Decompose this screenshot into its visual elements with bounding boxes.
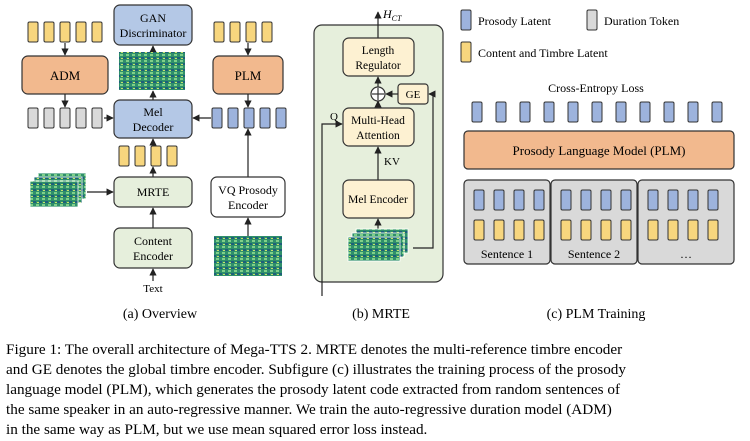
figure-caption: Figure 1: The overall architecture of Me… xyxy=(6,340,746,440)
vq-label-line2: Encoder xyxy=(228,198,268,212)
legend-duration-label: Duration Token xyxy=(604,14,679,28)
overview-plm-label: PLM xyxy=(235,68,262,83)
length-regulator-box xyxy=(342,37,415,77)
generated-mel-image xyxy=(119,52,185,90)
adm-input-tokens xyxy=(27,21,103,43)
reference-mel-stack xyxy=(29,172,87,208)
length-regulator-line1: Length xyxy=(362,45,395,57)
caption-line: the same speaker in an auto-regressive m… xyxy=(6,401,612,418)
overview-mrte-box xyxy=(113,176,193,208)
gan-label-line2: Discriminator xyxy=(120,26,187,40)
sentence-group-2: Sentence 2 xyxy=(550,179,638,265)
caption-line: in the same way as PLM, but we use mean … xyxy=(6,421,428,438)
content-encoder-box xyxy=(113,227,193,269)
plm-training-subcaption: (c) PLM Training xyxy=(547,307,646,322)
sentence-2-label: Sentence 2 xyxy=(568,247,620,261)
overview-mrte-label: MRTE xyxy=(137,185,170,199)
vq-prosody-encoder-box xyxy=(210,176,286,218)
caption-line: and GE denotes the global timbre encoder… xyxy=(6,361,626,378)
legend-prosody-label: Prosody Latent xyxy=(478,14,552,28)
mrte-reference-mels xyxy=(347,228,409,262)
legend-duration-swatch xyxy=(586,9,598,31)
sentence-group-3: … xyxy=(637,179,735,265)
architecture-figure: ADM GAN Discriminator Mel Decoder xyxy=(21,4,735,322)
attention-line2: Attention xyxy=(356,130,400,142)
loss-label: Cross-Entropy Loss xyxy=(548,81,644,95)
legend-prosody-swatch xyxy=(460,9,472,31)
prosody-latent-tokens xyxy=(211,107,287,129)
text-input-label: Text xyxy=(143,283,162,295)
prosody-mel-image xyxy=(214,236,282,276)
sentence-ellipsis-label: … xyxy=(680,247,692,261)
mel-decoder-box xyxy=(113,99,193,139)
mel-decoder-label-line2: Decoder xyxy=(133,120,174,134)
mrte-output-label: HCT xyxy=(382,7,402,23)
legend: Prosody Latent Duration Token Content an… xyxy=(460,9,679,63)
ge-label: GE xyxy=(406,89,421,101)
content-encoder-line2: Encoder xyxy=(133,249,173,263)
sentence-1-label: Sentence 1 xyxy=(481,247,533,261)
mrte-subcaption: (b) MRTE xyxy=(352,307,410,322)
content-encoder-line1: Content xyxy=(134,234,173,248)
vq-label-line1: VQ Prosody xyxy=(218,183,278,197)
plm-input-tokens xyxy=(213,21,273,43)
plm-big-box xyxy=(463,130,735,170)
multi-head-attention-box xyxy=(342,107,415,147)
mrte-panel: HCT Length Regulator GE Q Multi-Head Att… xyxy=(313,7,444,322)
adm-output-tokens xyxy=(27,107,103,129)
legend-content-swatch xyxy=(460,41,472,63)
plm-training-panel: Prosody Latent Duration Token Content an… xyxy=(460,9,735,322)
legend-content-label: Content and Timbre Latent xyxy=(478,46,608,60)
caption-line: Figure 1: The overall architecture of Me… xyxy=(6,341,623,358)
overview-subcaption: (a) Overview xyxy=(123,307,198,322)
caption-line: language model (PLM), which generates th… xyxy=(6,381,621,398)
overview-panel: ADM GAN Discriminator Mel Decoder xyxy=(21,4,287,322)
mel-encoder-label: Mel Encoder xyxy=(348,194,408,206)
gan-label-line1: GAN xyxy=(140,11,166,25)
length-regulator-line2: Regulator xyxy=(355,60,401,72)
plm-big-label: Prosody Language Model (PLM) xyxy=(513,143,686,158)
adm-label: ADM xyxy=(50,68,81,83)
sentence-group-1: Sentence 1 xyxy=(463,179,551,265)
plm-output-tokens xyxy=(471,101,723,123)
attention-line1: Multi-Head xyxy=(351,115,405,127)
mel-encoder-box xyxy=(342,179,415,219)
q-label: Q xyxy=(330,111,338,123)
mel-decoder-label-line1: Mel xyxy=(143,105,163,119)
kv-label: KV xyxy=(384,156,400,168)
gan-discriminator-box xyxy=(113,4,193,46)
mrte-output-tokens xyxy=(118,145,178,167)
